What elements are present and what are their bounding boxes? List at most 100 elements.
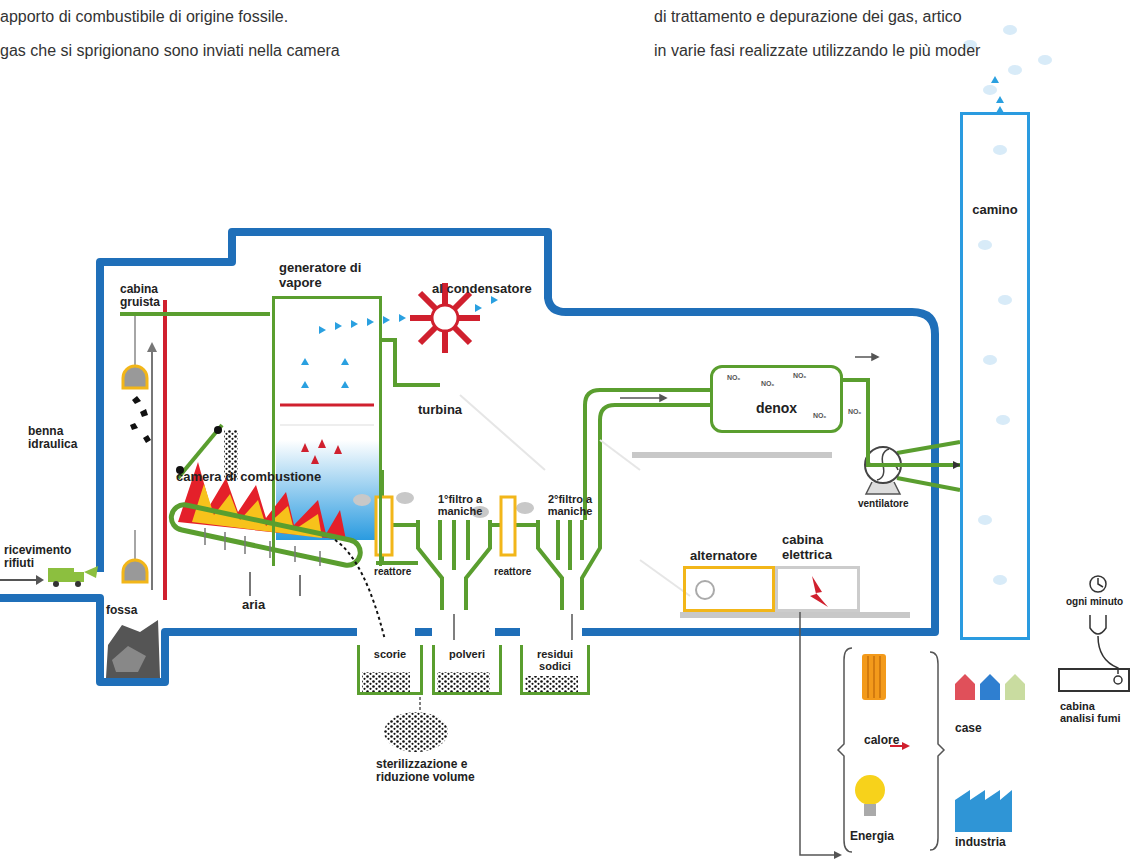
part-label: camera di combustione <box>176 470 321 485</box>
bulb <box>855 775 885 816</box>
chemical-tag: NOₓ <box>792 372 807 380</box>
bulb <box>855 775 885 805</box>
boiler-internals <box>341 381 349 388</box>
boiler-internals <box>351 320 358 328</box>
reactors <box>501 497 515 555</box>
boiler-internals <box>367 318 374 326</box>
truck <box>0 579 36 581</box>
grate-and-flames <box>353 494 371 506</box>
bunker <box>106 300 270 678</box>
grate-and-flames <box>171 439 534 640</box>
ash-bin: polveri <box>432 645 502 695</box>
grate-and-flames <box>269 541 271 558</box>
gas-duct <box>843 380 960 465</box>
grate-and-flames <box>396 492 414 504</box>
body-text: di trattamento e depurazione dei gas, ar… <box>654 8 962 26</box>
truck <box>48 568 74 582</box>
pipe-arrows <box>620 354 878 401</box>
shadows <box>460 395 690 596</box>
boiler-internals <box>335 322 342 330</box>
grate-and-flames <box>299 575 301 596</box>
bracket <box>838 648 944 852</box>
shadows <box>460 395 545 470</box>
grate-and-flames <box>204 528 206 545</box>
grate-and-flames <box>224 532 226 550</box>
chimney: camino <box>960 112 1030 640</box>
chemical-tag: NOₓ <box>760 380 775 388</box>
node-label: generatore di vapore <box>279 261 389 290</box>
monitor-icons <box>1090 615 1118 674</box>
bunker <box>120 312 270 316</box>
factory <box>955 790 1012 832</box>
chimney-clouds <box>993 575 1007 585</box>
truck <box>84 566 98 578</box>
flue-gas-line <box>600 405 710 545</box>
electrical-cabin: cabina elettrica <box>775 566 860 612</box>
ash-bins-fill <box>362 672 578 692</box>
bunker <box>112 646 146 672</box>
body-text: apporto di combustibile di origine fossi… <box>0 8 288 26</box>
fan-duct <box>897 442 960 453</box>
grate-and-flames <box>171 505 360 565</box>
boiler-internals <box>382 340 440 385</box>
chimney-clouds <box>996 96 1004 103</box>
grate-and-flames <box>294 546 296 562</box>
steam-generator: generatore di vapore <box>272 296 382 566</box>
houses <box>1005 674 1025 700</box>
part-label: 1°filtro a maniche <box>424 493 496 518</box>
bracket <box>838 648 852 852</box>
radiator <box>873 656 875 698</box>
chimney-clouds <box>993 145 1007 155</box>
chemical-tag: NOₓ <box>726 374 741 382</box>
chimney-clouds <box>978 515 992 525</box>
ash-bins-fill <box>525 676 578 692</box>
monitor-icons <box>1114 676 1122 684</box>
power-line <box>800 612 834 855</box>
pipe-arrows <box>620 397 660 399</box>
houses <box>955 674 1025 700</box>
flue-gas-line <box>382 561 418 565</box>
filters <box>418 520 490 610</box>
plant-illustration <box>571 614 573 640</box>
grate-and-flames <box>249 572 251 596</box>
bunker <box>214 426 222 434</box>
boiler-internals <box>301 358 309 365</box>
part-label: cabina gruista <box>120 283 200 310</box>
plant-illustration <box>453 614 455 640</box>
boiler-internals <box>319 326 326 334</box>
boiler-internals <box>399 314 406 322</box>
radiator <box>868 656 880 698</box>
monitor-icons <box>1098 578 1103 587</box>
node-label: cabina analisi fumi <box>1060 700 1130 725</box>
boiler-internals <box>341 358 349 365</box>
node-label: camino <box>963 203 1027 218</box>
pipe-arrows <box>872 354 878 360</box>
grate-and-flames <box>205 528 320 566</box>
ash-pile <box>419 697 421 712</box>
bunker <box>134 530 136 562</box>
boiler-internals <box>475 304 482 312</box>
body-text: gas che si sprigionano sono inviati nell… <box>0 42 340 60</box>
power-line <box>800 612 842 859</box>
monitor-icons <box>1090 576 1106 592</box>
boiler-internals <box>383 316 390 324</box>
grate-and-flames <box>301 443 309 452</box>
bracket <box>930 652 944 850</box>
part-label: calore <box>864 734 899 747</box>
turbine <box>420 293 470 343</box>
boiler-internals <box>280 404 374 407</box>
node-label: cabina elettrica <box>782 533 862 562</box>
chimney-clouds <box>983 85 997 95</box>
boiler-internals <box>491 296 498 304</box>
fume-analysis-cabin: cabina analisi fumi <box>1058 668 1130 692</box>
factory <box>955 790 1012 832</box>
truck <box>53 581 59 587</box>
bunker <box>163 300 167 600</box>
bunker <box>147 342 157 352</box>
building-wall <box>0 232 935 682</box>
turbine <box>432 305 458 331</box>
radiator <box>862 654 886 700</box>
chimney-clouds <box>983 355 997 365</box>
